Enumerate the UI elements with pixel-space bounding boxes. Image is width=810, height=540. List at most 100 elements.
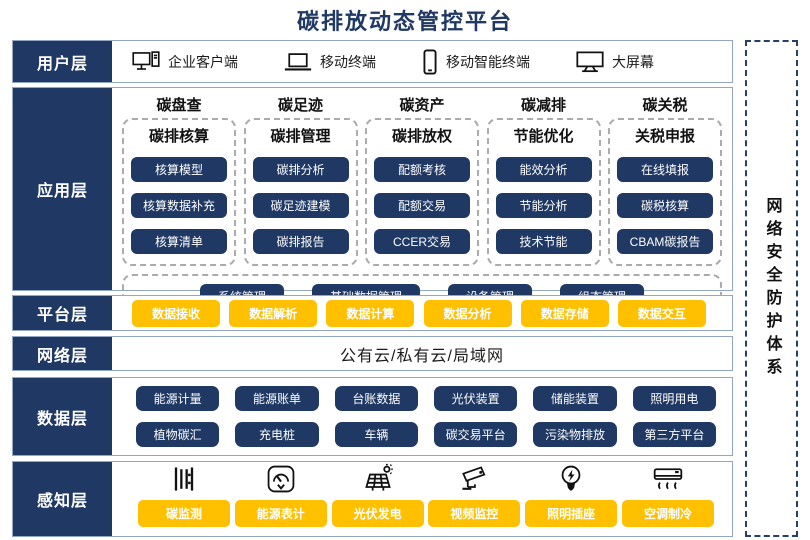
user-item-label: 移动智能终端 [446,53,530,70]
app-column-subheader: 碳排放权 [391,128,452,145]
cctv-camera-icon [458,463,490,495]
data-chip: 第三方平台 [632,422,716,447]
application-columns: 碳盘查 碳排核算 核算模型 核算数据补充 核算清单 碳足迹 碳排管理 碳排分析 … [112,88,732,266]
perception-item-video-monitor: 视频监控 [428,463,521,527]
data-chip: 充电桩 [235,422,319,447]
perception-layer-label: 感知层 [13,462,112,536]
data-chip: 照明用电 [632,386,716,411]
perception-chip: 空调制冷 [621,500,714,527]
app-chip: 碳排分析 [252,157,349,182]
carbon-monitor-icon [168,463,200,495]
app-column-subheader: 碳排核算 [148,128,209,145]
page-title: 碳排放动态管控平台 [296,9,513,34]
perception-chip: 视频监控 [428,500,521,527]
perception-item-lighting: 照明插座 [525,463,618,527]
data-chip: 能源计量 [136,386,220,411]
user-item-label: 企业客户端 [168,53,238,70]
security-strip: 网络安全防护体系 [745,40,798,537]
data-chip: 污染物排放 [533,422,617,447]
app-column-header: 碳关税 [642,97,688,114]
app-column-box: 节能优化 能效分析 节能分析 技术节能 [486,118,601,266]
app-chip: CCER交易 [374,229,470,254]
application-layer-label: 应用层 [13,88,112,290]
perception-chip: 能源表计 [234,500,327,527]
app-chip: CBAM碳报告 [617,229,713,254]
app-column-box: 碳排核算 核算模型 核算数据补充 核算清单 [122,118,236,266]
app-chip: 核算清单 [131,229,227,254]
app-chip: 核算模型 [131,157,227,182]
platform-chip: 数据存储 [520,299,609,327]
app-column-subheader: 碳排管理 [270,128,331,145]
smartphone-icon [422,48,438,75]
perception-item-energy-meter: 能源表计 [234,463,327,527]
platform-chip: 数据交互 [617,299,706,327]
app-chip: 配额考核 [374,157,470,182]
user-item-mobile-terminal: 移动终端 [284,51,376,73]
app-chip: 技术节能 [495,229,592,254]
perception-layer-band: 感知层 碳监测 [12,461,733,537]
app-chip: 节能分析 [495,193,592,218]
data-chip: 光伏装置 [434,386,518,411]
data-chip: 能源账单 [235,386,319,411]
user-item-label: 移动终端 [320,53,376,70]
app-column-header: 碳资产 [399,97,445,114]
platform-layer-band: 平台层 数据接收 数据解析 数据计算 数据分析 数据存储 数据交互 [12,295,733,331]
perception-chip: 光伏发电 [331,500,424,527]
perception-chip: 照明插座 [525,500,618,527]
app-chip: 核算数据补充 [131,193,227,218]
laptop-icon [284,51,312,73]
app-column-box: 碳排管理 碳排分析 碳足迹建模 碳排报告 [243,118,358,266]
app-column-carbon-inventory: 碳盘查 碳排核算 核算模型 核算数据补充 核算清单 [122,94,236,266]
platform-layer-label: 平台层 [13,296,112,330]
app-column-carbon-asset: 碳资产 碳排放权 配额考核 配额交易 CCER交易 [365,94,479,266]
platform-chip: 数据接收 [132,299,220,327]
user-layer-label: 用户层 [13,41,112,82]
perception-item-carbon-monitor: 碳监测 [138,463,230,527]
user-layer-band: 用户层 企业客户端 [12,40,733,83]
user-item-big-screen: 大屏幕 [576,50,654,74]
application-layer-band: 应用层 碳盘查 碳排核算 核算模型 核算数据补充 核算清单 碳足迹 碳排管理 碳… [12,87,733,318]
network-layer-text: 公有云/私有云/局域网 [340,347,504,365]
data-layer-label: 数据层 [13,378,112,455]
app-column-box: 关税申报 在线填报 碳税核算 CBAM碳报告 [608,118,722,266]
app-chip: 能效分析 [495,157,592,182]
app-column-subheader: 关税申报 [634,128,695,145]
app-column-box: 碳排放权 配额考核 配额交易 CCER交易 [365,118,479,266]
app-column-header: 碳足迹 [277,97,323,114]
platform-chip: 数据解析 [229,299,318,327]
app-column-carbon-footprint: 碳足迹 碳排管理 碳排分析 碳足迹建模 碳排报告 [243,94,358,266]
user-item-enterprise-client: 企业客户端 [132,50,238,74]
solar-power-icon [362,463,394,495]
user-layer-items: 企业客户端 移动终端 移动智能终端 [112,41,732,82]
data-layer-band: 数据层 能源计量 能源账单 台账数据 光伏装置 储能装置 照明用电 植物碳汇 充… [12,377,733,456]
large-screen-icon [576,50,604,74]
app-column-subheader: 节能优化 [513,128,574,145]
platform-chips-row: 数据接收 数据解析 数据计算 数据分析 数据存储 数据交互 [112,296,732,330]
app-column-header: 碳盘查 [156,97,202,114]
perception-chip: 碳监测 [138,500,230,527]
app-chip: 在线填报 [617,157,713,182]
network-layer-band: 网络层 公有云/私有云/局域网 [12,336,733,371]
app-column-carbon-tariff: 碳关税 关税申报 在线填报 碳税核算 CBAM碳报告 [608,94,722,266]
user-item-smart-terminal: 移动智能终端 [422,48,530,75]
app-column-carbon-reduction: 碳减排 节能优化 能效分析 节能分析 技术节能 [486,94,601,266]
app-chip: 配额交易 [374,193,470,218]
data-chip: 车辆 [334,422,418,447]
app-column-header: 碳减排 [520,97,566,114]
app-chip: 碳税核算 [617,193,713,218]
perception-items-row: 碳监测 能源表计 [112,462,732,536]
app-chip: 碳足迹建模 [252,193,349,218]
app-chip: 碳排报告 [252,229,349,254]
user-item-label: 大屏幕 [612,53,654,70]
desktop-pc-icon [132,50,160,74]
data-chip: 碳交易平台 [434,422,518,447]
perception-item-solar-power: 光伏发电 [331,463,424,527]
platform-chip: 数据分析 [423,299,512,327]
network-layer-label: 网络层 [13,337,112,370]
data-chip: 储能装置 [533,386,617,411]
light-bulb-icon [555,463,587,495]
air-conditioner-icon [652,463,684,495]
data-chip: 台账数据 [334,386,418,411]
security-strip-label: 网络安全防护体系 [763,196,781,381]
perception-item-air-conditioner: 空调制冷 [621,463,714,527]
